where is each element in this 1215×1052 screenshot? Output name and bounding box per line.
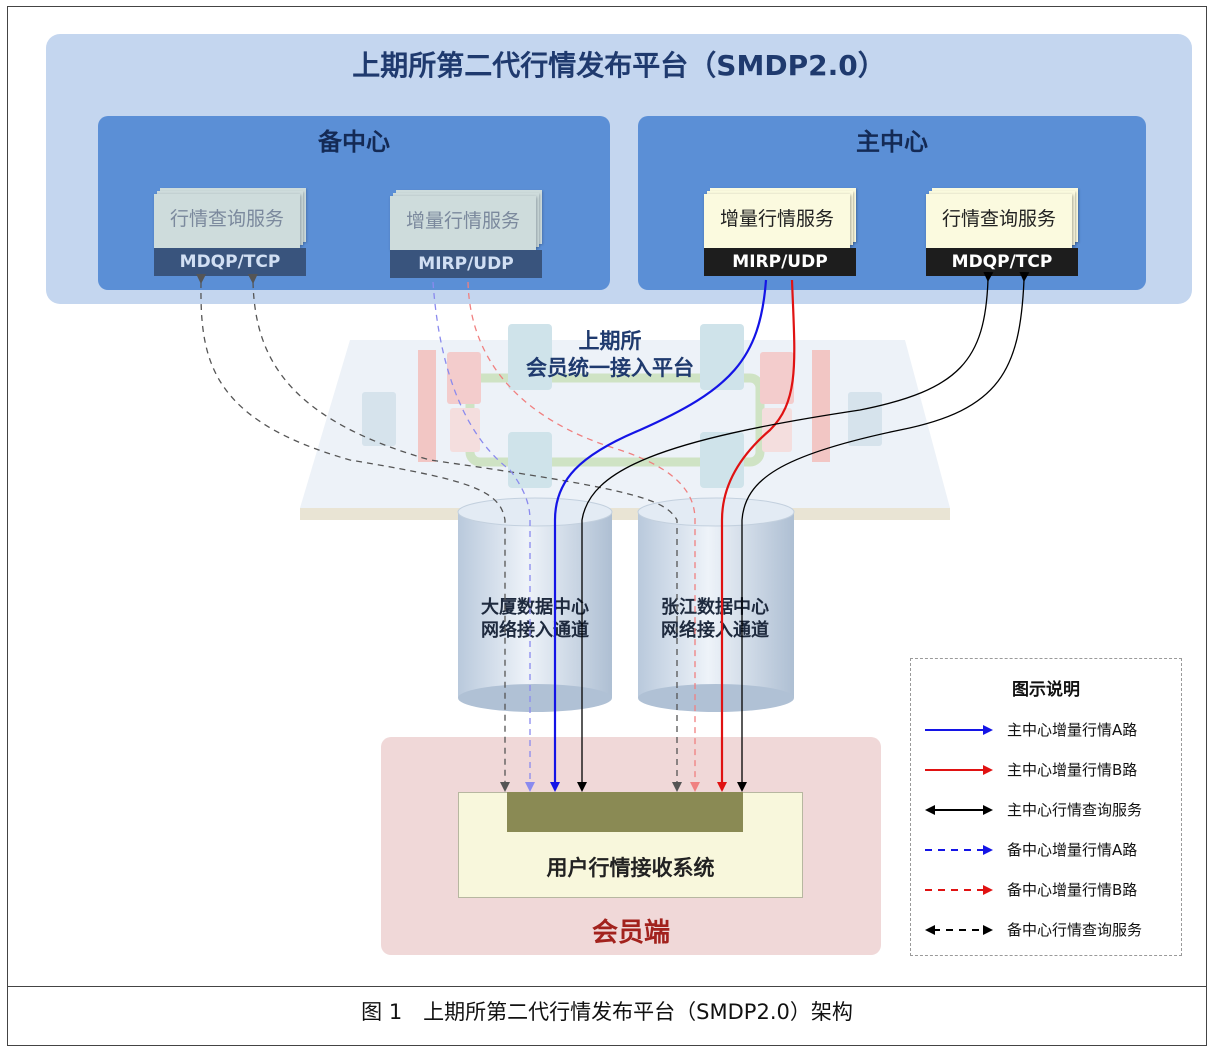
backup-increment-protocol: MIRP/UDP [390, 250, 542, 278]
line-main-increment-b [717, 279, 796, 792]
legend-item: 主中心增量行情B路 [925, 759, 1175, 781]
legend-swatch [925, 805, 993, 815]
platform-title: 上期所第二代行情发布平台（SMDP2.0） [352, 49, 886, 82]
caption-divider [7, 986, 1207, 987]
legend-item-label: 主中心增量行情B路 [1007, 761, 1138, 779]
line-backup-increment-b [467, 281, 700, 792]
legend-title: 图示说明 [1012, 680, 1080, 700]
line-main-increment-a [550, 279, 768, 792]
line-main-query-zhangjiang [737, 271, 1030, 792]
main-increment-service: 增量行情服务 MIRP/UDP [704, 188, 856, 276]
legend-swatch [925, 885, 993, 895]
legend-swatch [925, 765, 993, 775]
main-increment-service-name: 增量行情服务 [719, 208, 834, 230]
legend-item-label: 备中心增量行情B路 [1007, 881, 1138, 899]
backup-query-protocol: MDQP/TCP [154, 248, 306, 276]
line-backup-query-zhangjiang [247, 273, 682, 792]
main-center-title: 主中心 [856, 128, 928, 156]
legend-item: 备中心行情查询服务 [925, 919, 1175, 941]
legend: 图示说明 主中心增量行情A路主中心增量行情B路主中心行情查询服务备中心增量行情A… [910, 658, 1182, 956]
legend-item: 主中心行情查询服务 [925, 799, 1175, 821]
backup-query-service: 行情查询服务 MDQP/TCP [154, 188, 306, 276]
legend-swatch [925, 845, 993, 855]
backup-query-service-name: 行情查询服务 [169, 208, 284, 230]
figure-caption: 图 1 上期所第二代行情发布平台（SMDP2.0）架构 [361, 1000, 853, 1024]
backup-increment-service: 增量行情服务 MIRP/UDP [390, 190, 542, 278]
legend-swatch [925, 725, 993, 735]
line-backup-increment-a [432, 281, 535, 792]
legend-item: 主中心增量行情A路 [925, 719, 1175, 741]
figure-frame [7, 6, 1207, 1046]
main-query-service-name: 行情查询服务 [941, 208, 1056, 230]
legend-swatch [925, 925, 993, 935]
backup-center-title: 备中心 [318, 128, 390, 156]
legend-item-label: 主中心行情查询服务 [1007, 801, 1143, 819]
member-label: 会员端 [591, 918, 670, 948]
legend-item-label: 主中心增量行情A路 [1007, 721, 1138, 739]
legend-item-label: 备中心增量行情A路 [1007, 841, 1138, 859]
receiver-bar [507, 792, 743, 832]
main-query-protocol: MDQP/TCP [926, 248, 1078, 276]
main-query-service: 行情查询服务 MDQP/TCP [926, 188, 1078, 276]
receiver-label: 用户行情接收系统 [546, 856, 715, 880]
line-backup-query-dasha [196, 273, 510, 792]
backup-increment-service-name: 增量行情服务 [405, 210, 520, 232]
legend-item-label: 备中心行情查询服务 [1007, 921, 1143, 939]
legend-item: 备中心增量行情B路 [925, 879, 1175, 901]
main-increment-protocol: MIRP/UDP [704, 248, 856, 276]
legend-item: 备中心增量行情A路 [925, 839, 1175, 861]
